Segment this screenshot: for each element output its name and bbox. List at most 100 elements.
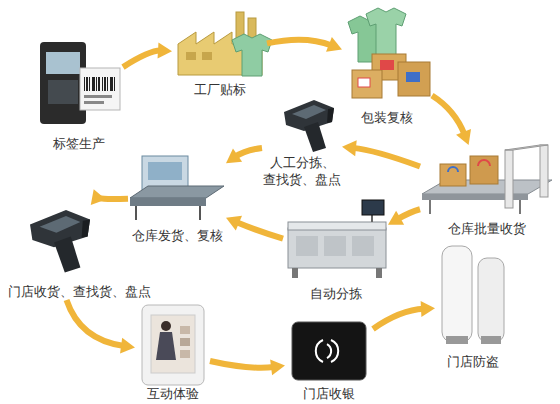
- arrow-shaft: [267, 40, 332, 46]
- arrow-head: [226, 149, 242, 164]
- caption-group: 仓库发货、复核: [132, 227, 223, 244]
- stage-label: 仓库批量收货: [448, 220, 526, 237]
- conveyor-leg: [429, 200, 431, 214]
- rfid-logo: [478, 160, 490, 166]
- stage-node: 包装复核: [342, 8, 432, 126]
- factory-window: [186, 52, 196, 60]
- arrow-head: [388, 211, 404, 225]
- arrow-head: [270, 359, 285, 375]
- conveyor-leg: [199, 206, 201, 220]
- flow-arrow: [342, 140, 420, 166]
- carton: [352, 70, 382, 98]
- flow-arrow: [267, 37, 342, 52]
- stage-node: 门店收货、查找货、盘点: [8, 205, 93, 300]
- model-head: [161, 321, 171, 331]
- machine-panel: [296, 236, 318, 256]
- caption-group: 自动分拣: [310, 285, 362, 302]
- arrow-shaft: [432, 95, 465, 134]
- stage-label: 门店防盗: [447, 353, 499, 370]
- box-tag: [358, 78, 370, 87]
- caption-group: 仓库批量收货: [448, 220, 526, 237]
- flow-arrow: [123, 42, 172, 67]
- machine-panel: [324, 236, 346, 256]
- machine-foot: [292, 268, 298, 278]
- stage-label: 人工分拣、 查找货、盘点: [262, 154, 342, 188]
- caption-group: 门店防盗: [447, 353, 499, 370]
- stage-node: 自动分拣: [283, 208, 388, 302]
- machine-body: [288, 228, 386, 268]
- thumbnail: [180, 338, 190, 346]
- nfc-wave: [327, 344, 331, 358]
- checkout-pad: [292, 322, 366, 380]
- stage-node: 互动体验: [135, 303, 210, 402]
- label-line: [84, 101, 104, 104]
- interactive-kiosk: [142, 305, 204, 385]
- flow-arrow: [91, 189, 128, 205]
- rfid-handheld: [30, 210, 90, 272]
- flow-arrow: [67, 300, 135, 353]
- packaging-icon: [348, 8, 430, 98]
- printer-body: [40, 42, 86, 124]
- carton: [398, 62, 430, 96]
- machine-foot: [376, 268, 382, 278]
- thumbnail: [180, 350, 190, 358]
- flow-arrow: [373, 301, 435, 329]
- stage-label: 互动体验: [147, 385, 199, 402]
- arrow-shaft: [98, 197, 128, 200]
- stage-label: 工厂贴标: [194, 81, 246, 98]
- arrow-head: [342, 140, 357, 156]
- pad-body: [292, 322, 366, 380]
- arrow-shaft: [67, 300, 125, 346]
- arrow-head: [120, 338, 135, 354]
- box-tag: [406, 72, 420, 82]
- caption-group: 人工分拣、 查找货、盘点: [262, 154, 342, 188]
- stage-node: 门店防盗: [435, 243, 510, 370]
- arrow-shaft: [210, 361, 274, 368]
- machine-top: [288, 222, 386, 230]
- stage-label: 自动分拣: [310, 285, 362, 302]
- arrow-head: [326, 37, 342, 52]
- flow-arrow: [432, 95, 471, 145]
- caption-group: 标签生产: [53, 135, 105, 152]
- arrow-shaft: [123, 51, 161, 68]
- arrow-shaft: [236, 222, 283, 239]
- flow-arrow: [226, 148, 262, 163]
- printer-keypad: [48, 80, 78, 104]
- thumbnail: [180, 326, 190, 334]
- stage-node: 门店收银: [285, 318, 373, 402]
- arrow-shaft: [353, 148, 420, 167]
- conveyor-side: [130, 198, 206, 206]
- arrow-shaft: [235, 148, 262, 157]
- shirt: [366, 8, 406, 56]
- gate-post: [540, 145, 548, 197]
- shirt: [232, 34, 272, 76]
- kiosk-frame: [142, 305, 204, 385]
- arrow-head: [456, 129, 471, 145]
- caption-group: 互动体验: [147, 385, 199, 402]
- caption-group: 包装复核: [361, 109, 413, 126]
- tunnel-window: [148, 162, 182, 180]
- flow-arrow: [388, 209, 420, 224]
- monitor: [362, 200, 384, 215]
- rfid-handheld: [284, 100, 334, 152]
- stage-node: 仓库发货、复核: [128, 150, 226, 244]
- carton: [440, 164, 466, 186]
- arrow-head: [226, 216, 242, 231]
- stage-label: 仓库发货、复核: [132, 227, 223, 244]
- conveyor-belt: [130, 186, 224, 198]
- arrow-shaft: [398, 209, 420, 219]
- arrow-head: [158, 42, 172, 58]
- gate-top: [505, 145, 548, 150]
- nfc-wave: [331, 340, 338, 362]
- machine-panel: [352, 236, 374, 256]
- kiosk-screen: [151, 315, 195, 373]
- model-dress: [156, 332, 176, 360]
- label-printer: [40, 42, 120, 124]
- arrow-shaft: [373, 309, 424, 329]
- nfc-wave: [316, 340, 323, 362]
- rfid-logo: [448, 167, 458, 172]
- stage-label: 门店收银: [303, 385, 355, 402]
- security-gates: [442, 246, 504, 344]
